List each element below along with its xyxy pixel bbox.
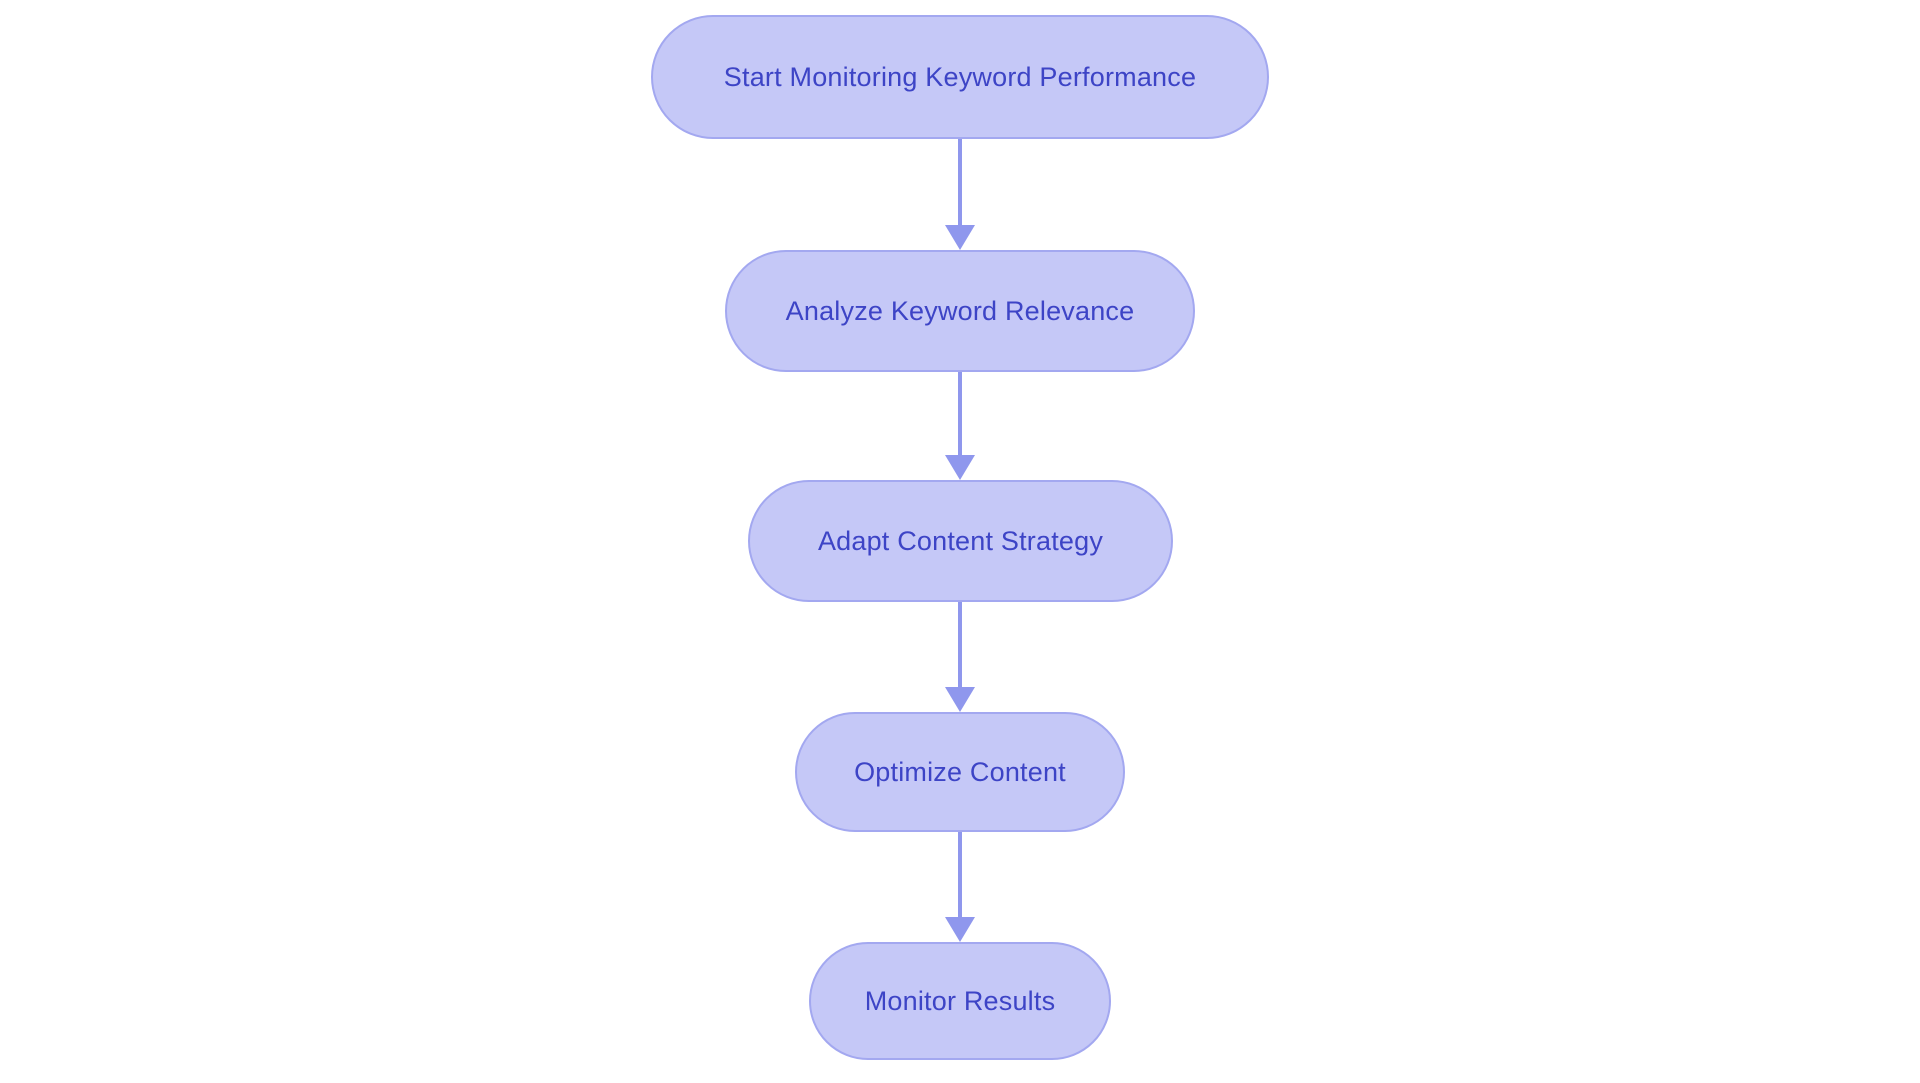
connector-line bbox=[958, 139, 962, 228]
connector-line bbox=[958, 602, 962, 690]
node-adapt-content-strategy: Adapt Content Strategy bbox=[748, 480, 1173, 602]
connector-line bbox=[958, 372, 962, 458]
node-label: Analyze Keyword Relevance bbox=[785, 295, 1135, 326]
connector-adapt-to-optimize bbox=[945, 602, 975, 712]
node-label: Optimize Content bbox=[854, 756, 1066, 787]
arrowhead-down-icon bbox=[945, 225, 975, 250]
connector-optimize-to-monitor bbox=[945, 832, 975, 942]
node-analyze-keyword-relevance: Analyze Keyword Relevance bbox=[725, 250, 1195, 372]
node-label: Adapt Content Strategy bbox=[817, 525, 1104, 556]
arrowhead-down-icon bbox=[945, 687, 975, 712]
node-optimize-content: Optimize Content bbox=[795, 712, 1125, 832]
node-start-monitoring-keyword-performance: Start Monitoring Keyword Performance bbox=[651, 15, 1269, 139]
arrowhead-down-icon bbox=[945, 455, 975, 480]
node-label: Start Monitoring Keyword Performance bbox=[723, 61, 1197, 92]
connector-start-to-analyze bbox=[945, 139, 975, 250]
node-monitor-results: Monitor Results bbox=[809, 942, 1111, 1060]
arrowhead-down-icon bbox=[945, 917, 975, 942]
connector-analyze-to-adapt bbox=[945, 372, 975, 480]
connector-line bbox=[958, 832, 962, 920]
node-label: Monitor Results bbox=[864, 985, 1056, 1016]
